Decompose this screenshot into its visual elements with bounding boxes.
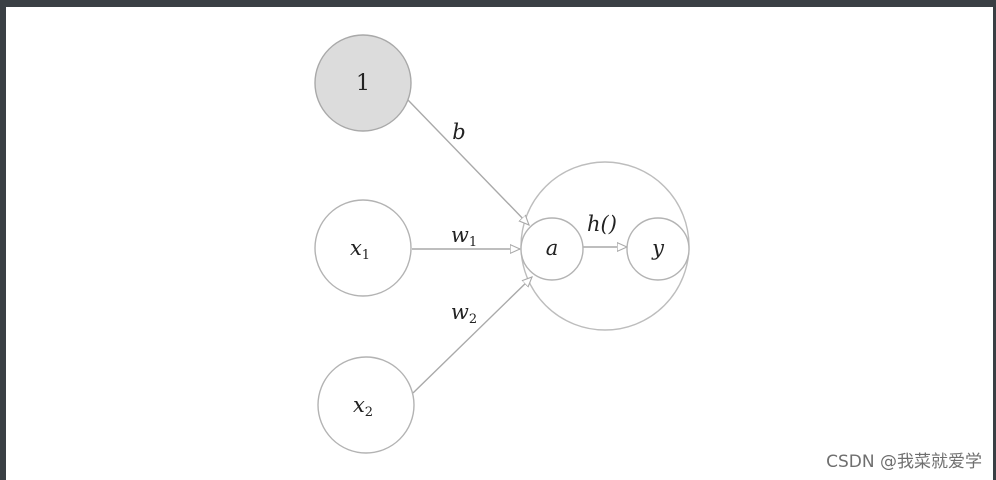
edge-w2-arrow [412, 277, 532, 394]
bias-node [314, 34, 412, 132]
watermark-text: CSDN @我菜就爱学 [826, 452, 982, 472]
edge-h-label: h() [587, 212, 617, 236]
y-node-label: y [651, 236, 665, 260]
x1-node-label: x1 [350, 236, 370, 263]
x2-node [317, 356, 415, 454]
edge-b-arrow [407, 99, 529, 225]
x2-node-label: x2 [353, 393, 373, 420]
edge-w2-label: w2 [451, 300, 477, 327]
a-node-label: a [546, 236, 559, 260]
y-node [626, 217, 690, 281]
bias-node-label: 1 [356, 71, 370, 96]
edge-b-label: b [452, 120, 465, 144]
edge-w1-label: w1 [451, 223, 477, 250]
a-node [520, 217, 584, 281]
x1-node [314, 199, 412, 297]
